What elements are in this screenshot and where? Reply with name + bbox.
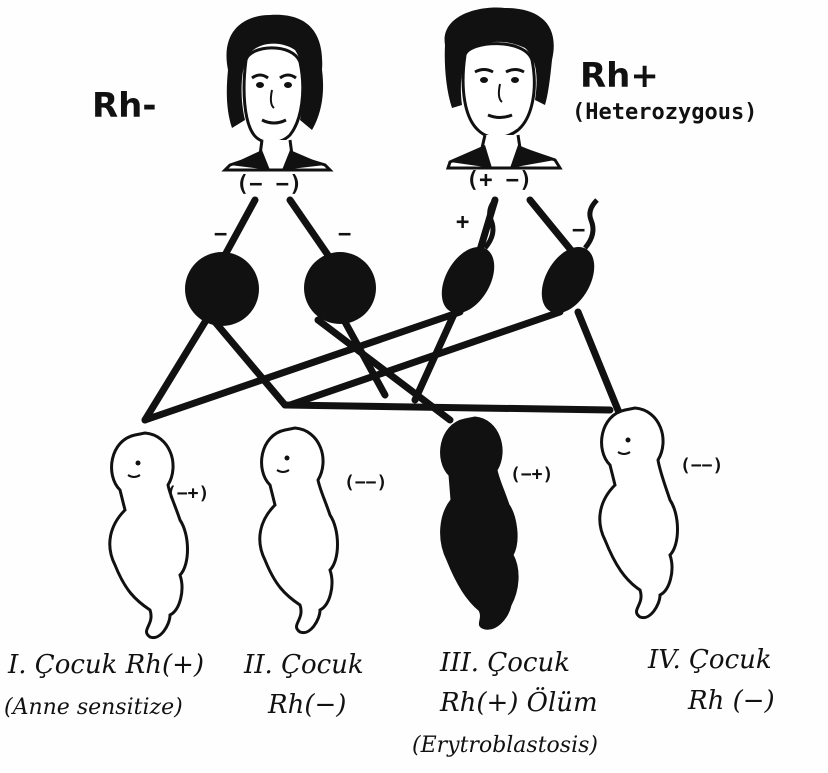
child-2-figure <box>260 428 338 633</box>
gamete-egg-1 <box>185 252 259 326</box>
child-1-genotype: (−+) <box>166 483 209 504</box>
gamete-2-sign: − <box>338 222 351 247</box>
child-3-caption-line2: Rh(+) Ölüm <box>440 688 598 718</box>
father-genotype: (+ −) <box>466 168 532 193</box>
child-3-genotype: (−+) <box>510 464 553 485</box>
child-4-caption-line2: Rh (−) <box>688 686 775 716</box>
child-3-caption-line1: III. Çocuk <box>440 648 570 678</box>
mother-rh-label: Rh- <box>92 86 157 126</box>
father-rh-label: Rh+ <box>580 56 659 96</box>
child-1-caption-line1: I. Çocuk Rh(+) <box>8 650 204 680</box>
child-4-caption-line1: IV. Çocuk <box>648 645 772 675</box>
gamete-4-sign: − <box>572 218 585 243</box>
mother-genotype: (− −) <box>236 172 302 197</box>
gamete-egg-2 <box>304 252 376 324</box>
father-heterozygous-note: (Heterozygous) <box>572 100 757 125</box>
child-1-caption-line2: (Anne sensitize) <box>4 695 183 720</box>
child-2-genotype: (−−) <box>344 472 387 493</box>
child-2-caption-line1: II. Çocuk <box>244 650 364 680</box>
child-2-caption-line2: Rh(−) <box>268 690 346 720</box>
gamete-3-sign: + <box>456 210 469 235</box>
child-3-figure <box>442 418 518 628</box>
child-3-caption-line3: (Erytroblastosis) <box>412 733 598 758</box>
parent-to-gamete-lines <box>225 200 575 258</box>
child-4-genotype: (−−) <box>680 455 723 476</box>
father-portrait <box>445 7 560 168</box>
child-4-figure <box>600 408 678 618</box>
gamete-1-sign: − <box>214 222 227 247</box>
gamete-to-child-lines <box>145 312 620 420</box>
child-1-figure <box>110 433 188 638</box>
mother-portrait <box>225 15 330 170</box>
